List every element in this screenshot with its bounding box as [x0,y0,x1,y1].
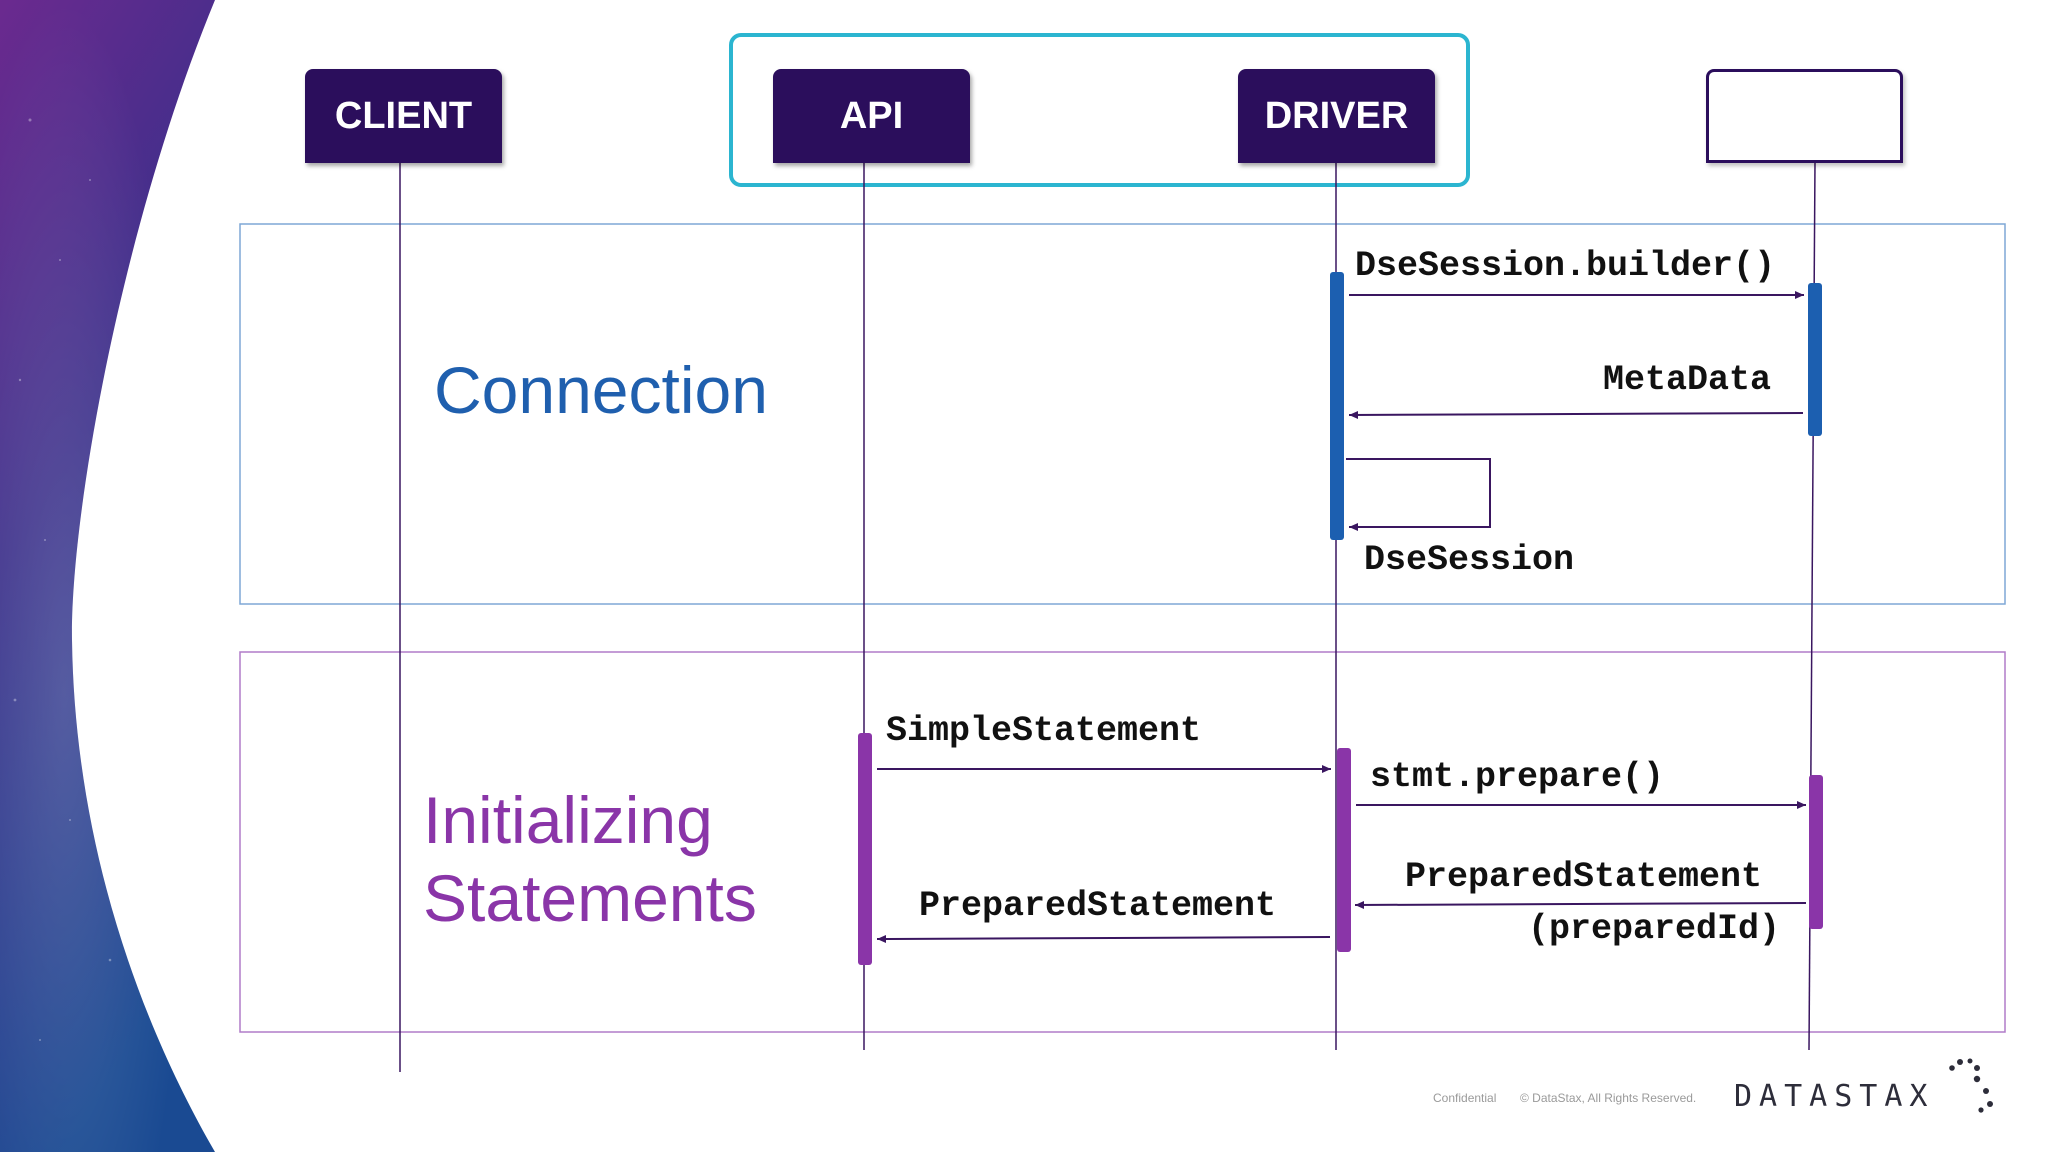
driver-activation-connection [1330,272,1344,540]
initializing-section-title: Initializing Statements [423,782,757,938]
simple-statement-message: SimpleStatement [886,711,1202,751]
cassandra-participant [1706,69,1903,163]
api-participant: API [773,69,970,163]
cassandra-activation-connection [1808,283,1822,436]
connection-section-title: Connection [434,353,768,427]
api-driver-group-highlight [729,33,1470,187]
builder-message: DseSession.builder() [1355,246,1776,286]
confidential-text: Confidential [1433,1091,1497,1105]
session-message: DseSession [1364,540,1575,580]
api-label: API [839,94,904,137]
cassandra-activation-statements [1809,775,1823,929]
background-sparkle [0,0,215,1152]
datastax-brand: DATASTAX [1734,1079,1935,1114]
driver-participant: DRIVER [1238,69,1435,163]
metadata-message: MetaData [1603,360,1772,400]
api-activation-statements [858,733,872,965]
stmt-prepare-message: stmt.prepare() [1370,757,1665,797]
prepared-statement-left-arrow [876,934,1331,943]
prepared-statement-right-message: PreparedStatement [1405,857,1763,897]
initializing-title-line2: Statements [423,860,757,935]
initializing-title-line1: Initializing [423,783,713,857]
copyright-text: © DataStax, All Rights Reserved. [1520,1091,1697,1105]
prepared-statement-right-arrow [1354,900,1807,909]
session-self-arrow [1346,458,1491,531]
prepared-statement-left-message: PreparedStatement [919,886,1277,926]
driver-label: DRIVER [1264,94,1409,137]
client-label: CLIENT [334,94,473,137]
client-participant: CLIENT [305,69,502,163]
initializing-section-frame [239,651,2006,1033]
connection-section-frame [239,223,2006,605]
datastax-logo-icon [1949,1058,1993,1113]
prepared-id-message: (preparedId) [1528,909,1781,949]
background-stars [13,118,112,1041]
metadata-arrow [1348,410,1804,419]
driver-activation-statements [1337,748,1351,952]
